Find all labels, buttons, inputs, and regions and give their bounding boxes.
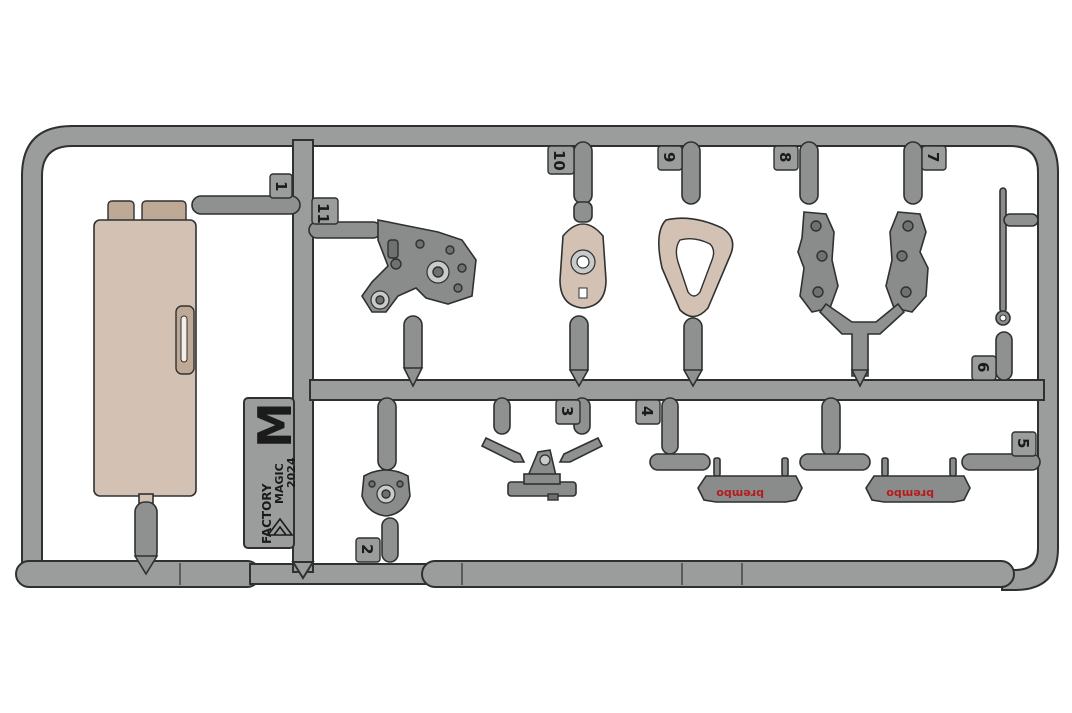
bottom-runner-right xyxy=(421,560,1015,588)
svg-text:2: 2 xyxy=(358,544,376,554)
part-number-tab-6: 6 xyxy=(971,355,997,381)
part-8-caliper-half xyxy=(797,141,839,313)
part-5-brand-label: brembo xyxy=(886,487,934,500)
part-4-brand-label: brembo xyxy=(716,487,764,500)
svg-text:10: 10 xyxy=(550,150,568,171)
part-7-caliper-half xyxy=(885,141,929,313)
logo-mountain-icon xyxy=(266,517,294,536)
logo-year: 2024 xyxy=(285,457,298,488)
part-9-tank-guard xyxy=(658,141,734,388)
svg-text:1: 1 xyxy=(272,181,290,191)
logo-line2: FACTORY xyxy=(260,483,274,544)
svg-text:6: 6 xyxy=(974,362,992,372)
svg-text:11: 11 xyxy=(314,203,332,224)
part-5-brembo-caliper: brembo xyxy=(865,457,971,503)
part-2-small-caliper xyxy=(361,397,411,563)
logo-letter: M xyxy=(248,402,302,448)
bottom-runner-middle xyxy=(249,563,429,585)
svg-text:4: 4 xyxy=(638,406,656,416)
svg-text:9: 9 xyxy=(660,152,678,162)
part-number-tab-2: 2 xyxy=(355,537,381,563)
part-number-tab-10: 10 xyxy=(547,145,575,175)
svg-text:5: 5 xyxy=(1014,438,1032,448)
part-number-tab-4: 4 xyxy=(635,399,661,425)
svg-text:8: 8 xyxy=(776,152,794,162)
part-11-caliper-bracket xyxy=(308,219,477,388)
part-4-brembo-caliper: brembo xyxy=(697,457,803,503)
svg-text:3: 3 xyxy=(558,406,576,416)
part-number-tab-7: 7 xyxy=(921,145,947,171)
outer-frame-runner xyxy=(21,125,1059,591)
part-6-brake-rod xyxy=(995,187,1039,381)
svg-text:7: 7 xyxy=(924,152,942,162)
part-1-muffler xyxy=(93,195,301,576)
part-number-tab-11: 11 xyxy=(311,197,339,225)
magic-factory-logo-plate: M 2024 MAGIC FACTORY xyxy=(243,397,302,549)
part-3-kickstand-bracket xyxy=(480,397,604,501)
part-number-tab-5: 5 xyxy=(1011,431,1037,457)
caliper-gate-runner xyxy=(649,397,1041,471)
part-number-tab-9: 9 xyxy=(657,145,683,171)
divider-runner-horizontal xyxy=(309,379,1045,401)
part-10-reservoir-cap xyxy=(559,141,607,388)
part-number-tab-3: 3 xyxy=(555,399,581,425)
bottom-runner-left xyxy=(15,560,261,588)
part-number-tab-1: 1 xyxy=(269,173,293,199)
logo-line1: MAGIC xyxy=(273,463,286,504)
part-number-tab-8: 8 xyxy=(773,145,799,171)
caliper-y-gate xyxy=(818,302,906,388)
